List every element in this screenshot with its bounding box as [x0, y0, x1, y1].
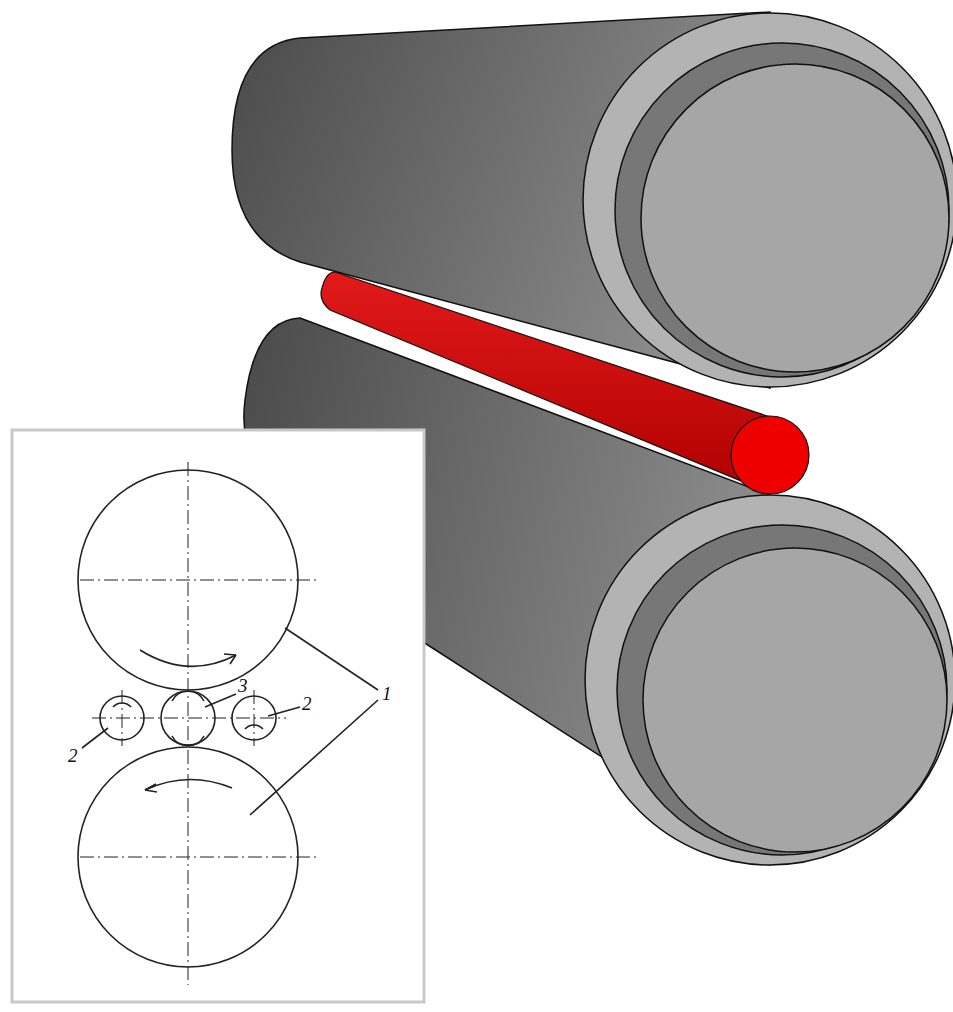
callout-number: 3	[238, 676, 248, 695]
schematic-inset	[12, 430, 424, 1002]
top-roll	[232, 12, 953, 388]
callout-number: 2	[68, 746, 78, 765]
callout-number: 1	[382, 684, 392, 703]
callout-number: 2	[302, 694, 312, 713]
